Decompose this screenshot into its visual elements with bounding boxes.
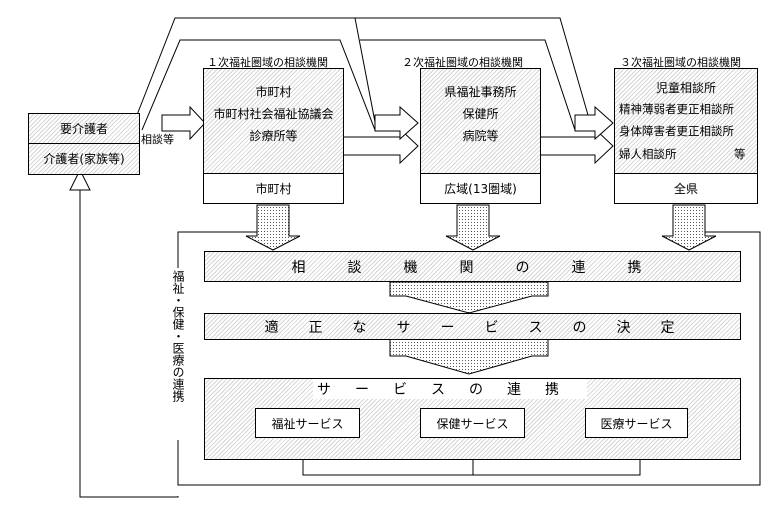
return-arrowhead — [69, 168, 91, 191]
decision-band: 適正なサービスの決定 — [204, 313, 741, 340]
tier1-box: 市町村 市町村社会福祉協議会 診療所等 — [203, 68, 344, 174]
tier3-scope: 全県 — [614, 173, 758, 204]
down-arrow-tier3 — [661, 204, 717, 251]
tier2-box: 県福祉事務所 保健所 病院等 — [420, 68, 541, 174]
arrow-tier2-to-tier3 — [539, 105, 614, 165]
tier3-line3: 身体障害者更正相談所 — [619, 124, 734, 138]
tier1-scope: 市町村 — [203, 173, 344, 204]
tier3-header: ３次福祉圏域の相談機関 — [618, 54, 743, 70]
decision-label: 適正なサービスの決定 — [264, 319, 705, 336]
tier3-box: 児童相談所 精神薄弱者更正相談所 身体障害者更正相談所 婦人相談所 等 — [614, 68, 758, 174]
tier2-line2: 保健所 — [462, 107, 499, 121]
tier2-line1: 県福祉事務所 — [444, 85, 517, 99]
bypass-line — [134, 17, 376, 123]
client-box: 要介護者 介護者(家族等) — [28, 113, 140, 175]
down-arrow-to-decision — [389, 281, 549, 314]
outer-frame-right — [177, 231, 761, 486]
down-arrow-tier2 — [445, 204, 501, 251]
client-top: 要介護者 — [29, 114, 139, 144]
arrow-tier1-to-tier2 — [342, 105, 419, 165]
bypass-line-inner — [141, 39, 376, 131]
bypass-line-2 — [352, 17, 591, 123]
tier1-header: １次福祉圏域の相談機関 — [205, 54, 330, 70]
outer-frame — [177, 231, 260, 278]
tier2-header: ２次福祉圏域の相談機関 — [400, 54, 525, 70]
tier1-line1: 市町村 — [255, 85, 292, 99]
down-arrow-to-services — [389, 338, 549, 375]
welfare-service-box: 福祉サービス — [255, 408, 360, 438]
service-coop-label: サービスの連携 — [313, 379, 587, 399]
coordination-label: 相談機関の連携 — [291, 259, 684, 276]
tier2-line3: 病院等 — [462, 129, 499, 143]
medical-service-box: 医療サービス — [585, 408, 688, 438]
return-line — [79, 190, 179, 498]
side-label: 福祉・保健・医療の連携 — [171, 268, 185, 404]
consult-label: 相談等 — [141, 133, 174, 146]
tier3-line1: 児童相談所 — [655, 81, 716, 95]
bypass-line-2-inner — [360, 39, 576, 131]
arrow-client-to-tier1 — [161, 105, 206, 141]
tier1-line3: 診療所等 — [249, 129, 298, 143]
coordination-band: 相談機関の連携 — [204, 251, 741, 282]
tier1-line2: 市町村社会福祉協議会 — [213, 107, 334, 121]
tier3-line2: 精神薄弱者更正相談所 — [619, 102, 734, 116]
tier2-scope: 広域(13圏域) — [420, 173, 541, 204]
down-arrow-tier1 — [245, 204, 301, 251]
client-bottom: 介護者(家族等) — [29, 144, 139, 174]
tier3-line4: 婦人相談所 等 — [619, 147, 746, 161]
health-service-box: 保健サービス — [420, 408, 525, 438]
